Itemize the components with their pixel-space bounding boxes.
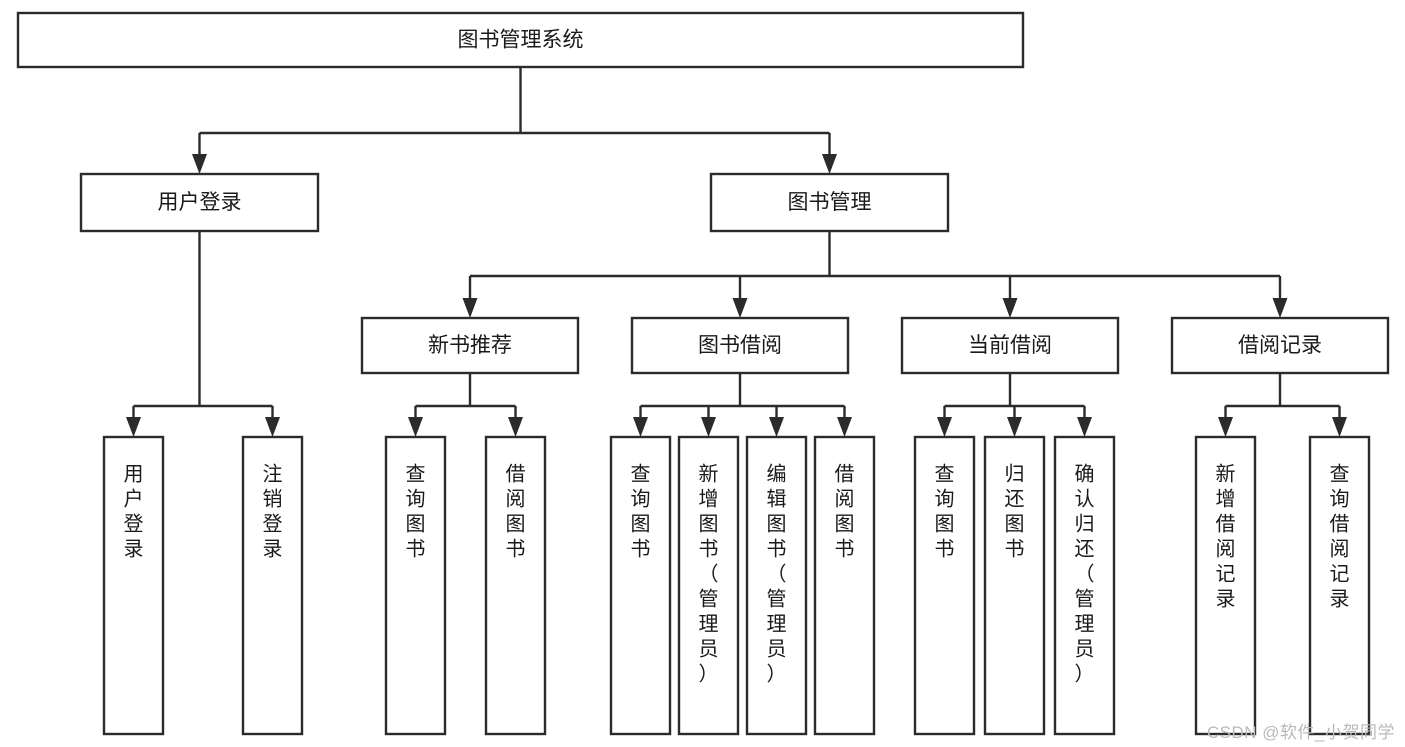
node-leaf-record-add[interactable]: 新增借阅记录 bbox=[1194, 435, 1257, 736]
arrow-head-icon bbox=[192, 154, 207, 174]
nodes-layer: 图书管理系统用户登录图书管理新书推荐图书借阅当前借阅借阅记录用户登录注销登录查询… bbox=[16, 11, 1390, 736]
node-label: 注销登录 bbox=[263, 463, 283, 561]
node-label: 当前借阅 bbox=[968, 334, 1052, 357]
node-leaf-borrow-do[interactable]: 借阅图书 bbox=[813, 435, 876, 736]
node-new-book-recommend[interactable]: 新书推荐 bbox=[360, 316, 580, 375]
node-box[interactable] bbox=[677, 435, 740, 736]
node-leaf-current-return[interactable]: 归还图书 bbox=[983, 435, 1046, 736]
arrow-head-icon bbox=[633, 417, 648, 437]
node-box[interactable] bbox=[1170, 316, 1390, 375]
node-label: 新书推荐 bbox=[428, 334, 512, 357]
node-leaf-current-query[interactable]: 查询图书 bbox=[913, 435, 976, 736]
node-label: 查询图书 bbox=[631, 463, 651, 561]
node-box[interactable] bbox=[484, 435, 547, 736]
node-box[interactable] bbox=[1194, 435, 1257, 736]
edge-group-root bbox=[192, 67, 837, 174]
node-box[interactable] bbox=[16, 11, 1025, 69]
arrow-head-icon bbox=[265, 417, 280, 437]
node-label: 图书借阅 bbox=[698, 334, 782, 357]
node-borrow-record[interactable]: 借阅记录 bbox=[1170, 316, 1390, 375]
node-label: 借阅图书 bbox=[835, 463, 855, 561]
node-box[interactable] bbox=[1308, 435, 1371, 736]
arrow-head-icon bbox=[1007, 417, 1022, 437]
arrow-head-icon bbox=[732, 298, 748, 318]
edge-group-current-borrow bbox=[937, 373, 1092, 437]
arrow-head-icon bbox=[822, 154, 837, 174]
edges-layer bbox=[126, 67, 1347, 437]
arrow-head-icon bbox=[701, 417, 716, 437]
node-label: 图书管理 bbox=[788, 191, 872, 214]
arrow-head-icon bbox=[1077, 417, 1092, 437]
arrow-head-icon bbox=[1332, 417, 1347, 437]
node-label: 新增借阅记录 bbox=[1216, 463, 1236, 611]
node-leaf-borrow-add[interactable]: 新增图书（管理员） bbox=[677, 435, 740, 736]
arrow-head-icon bbox=[126, 417, 141, 437]
arrow-head-icon bbox=[408, 417, 423, 437]
node-label: 用户登录 bbox=[124, 464, 144, 561]
node-label: 借阅图书 bbox=[506, 463, 526, 561]
node-box[interactable] bbox=[79, 172, 320, 233]
node-box[interactable] bbox=[745, 435, 808, 736]
node-label: 确认归还（管理员） bbox=[1075, 463, 1095, 686]
edge-group-new-book-recommend bbox=[408, 373, 523, 437]
edge-group-user-login bbox=[126, 231, 280, 437]
node-leaf-record-query[interactable]: 查询借阅记录 bbox=[1308, 435, 1371, 736]
node-box[interactable] bbox=[913, 435, 976, 736]
node-leaf-logout[interactable]: 注销登录 bbox=[241, 435, 304, 736]
node-book-borrow[interactable]: 图书借阅 bbox=[630, 316, 850, 375]
node-box[interactable] bbox=[813, 435, 876, 736]
node-box[interactable] bbox=[1053, 435, 1116, 736]
node-label: 新增图书（管理员） bbox=[699, 463, 719, 686]
edge-group-book-borrow bbox=[633, 373, 852, 437]
node-label: 借阅记录 bbox=[1238, 334, 1322, 357]
node-root[interactable]: 图书管理系统 bbox=[16, 11, 1025, 69]
node-leaf-recommend-borrow[interactable]: 借阅图书 bbox=[484, 435, 547, 736]
node-label: 归还图书 bbox=[1005, 463, 1025, 561]
node-leaf-current-confirm[interactable]: 确认归还（管理员） bbox=[1053, 435, 1116, 736]
node-box[interactable] bbox=[384, 435, 447, 736]
node-label: 用户登录 bbox=[158, 191, 242, 214]
node-box[interactable] bbox=[360, 316, 580, 375]
node-book-manage[interactable]: 图书管理 bbox=[709, 172, 950, 233]
node-label: 查询图书 bbox=[406, 463, 426, 561]
node-user-login[interactable]: 用户登录 bbox=[79, 172, 320, 233]
node-label: 查询图书 bbox=[935, 463, 955, 561]
node-box[interactable] bbox=[900, 316, 1120, 375]
node-box[interactable] bbox=[241, 435, 304, 736]
node-leaf-recommend-query[interactable]: 查询图书 bbox=[384, 435, 447, 736]
node-label: 图书管理系统 bbox=[458, 29, 584, 52]
node-leaf-borrow-edit[interactable]: 编辑图书（管理员） bbox=[745, 435, 808, 736]
node-box[interactable] bbox=[709, 172, 950, 233]
node-leaf-user-login[interactable]: 用户登录 bbox=[102, 435, 165, 736]
node-leaf-borrow-query[interactable]: 查询图书 bbox=[609, 435, 672, 736]
node-label: 编辑图书（管理员） bbox=[767, 463, 787, 686]
arrow-head-icon bbox=[837, 417, 852, 437]
arrow-head-icon bbox=[1272, 298, 1288, 318]
arrow-head-icon bbox=[1002, 298, 1018, 318]
arrow-head-icon bbox=[769, 417, 784, 437]
node-box[interactable] bbox=[983, 435, 1046, 736]
arrow-head-icon bbox=[1218, 417, 1233, 437]
edge-group-book-manage bbox=[462, 231, 1288, 318]
node-box[interactable] bbox=[630, 316, 850, 375]
node-box[interactable] bbox=[102, 435, 165, 736]
node-label: 查询借阅记录 bbox=[1330, 463, 1350, 611]
node-current-borrow[interactable]: 当前借阅 bbox=[900, 316, 1120, 375]
arrow-head-icon bbox=[462, 298, 478, 318]
arrow-head-icon bbox=[508, 417, 523, 437]
edge-group-borrow-record bbox=[1218, 373, 1347, 437]
arrow-head-icon bbox=[937, 417, 952, 437]
node-box[interactable] bbox=[609, 435, 672, 736]
